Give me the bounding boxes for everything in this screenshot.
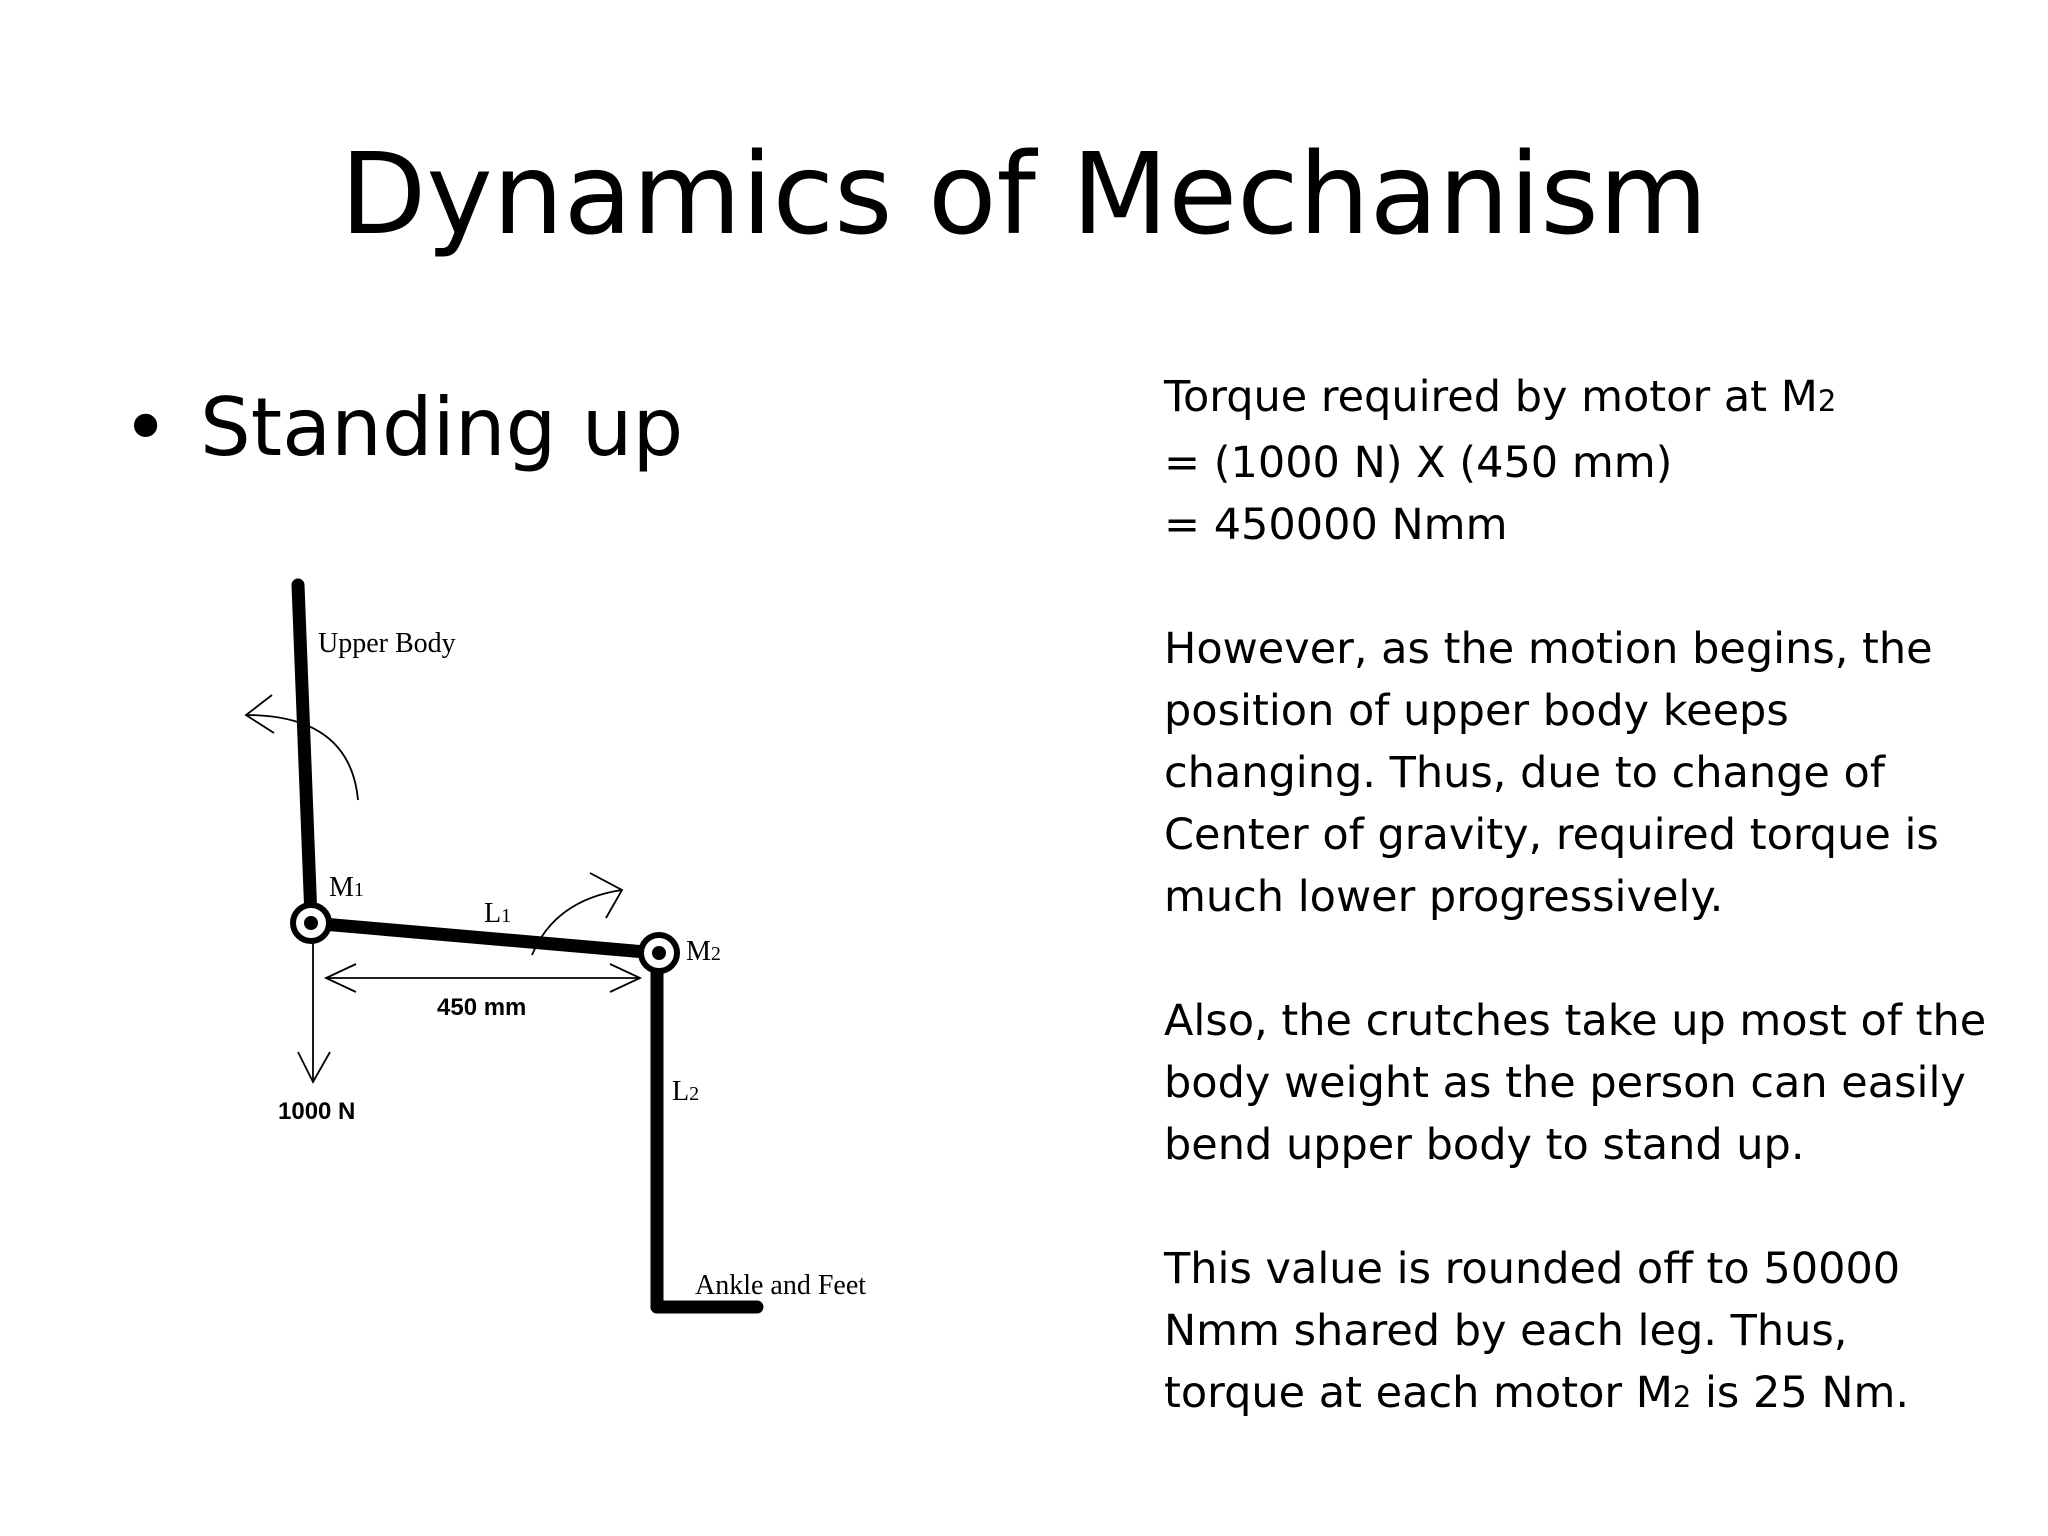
however-line-5: much lower progressively. bbox=[1164, 872, 1724, 922]
force-label: 1000 N bbox=[278, 1098, 355, 1125]
value-paragraph: This value is rounded off to 50000 Nmm s… bbox=[1164, 1238, 2024, 1428]
bullet-text: Standing up bbox=[200, 381, 684, 474]
however-line-1: However, as the motion begins, the bbox=[1164, 624, 1933, 674]
distance-label: 450 mm bbox=[437, 994, 526, 1021]
however-paragraph: However, as the motion begins, the posit… bbox=[1164, 618, 2024, 928]
force-arrow-icon bbox=[297, 940, 331, 1084]
torque-paragraph: Torque required by motor at M2 = (1000 N… bbox=[1164, 366, 2024, 556]
torque-line-1: Torque required by motor at M2 bbox=[1164, 372, 1837, 422]
value-line-2: Nmm shared by each leg. Thus, bbox=[1164, 1306, 1848, 1356]
upper-body-rotation-arrow-icon bbox=[244, 694, 359, 801]
value-line-3: torque at each motor M2 is 25 Nm. bbox=[1164, 1368, 1910, 1418]
also-line-1: Also, the crutches take up most of the bbox=[1164, 996, 1987, 1046]
l1-rotation-arrow-icon bbox=[531, 872, 624, 956]
torque-line-3: = 450000 Nmm bbox=[1164, 500, 1508, 550]
also-line-2: body weight as the person can easily bbox=[1164, 1058, 1966, 1108]
however-line-3: changing. Thus, due to change of bbox=[1164, 748, 1886, 798]
bullet-symbol: • bbox=[122, 381, 170, 474]
joint-m1-icon bbox=[290, 902, 332, 944]
m2-label: M2 bbox=[686, 936, 721, 967]
m1-label: M1 bbox=[329, 872, 364, 903]
dimension-arrow-icon bbox=[323, 963, 643, 993]
also-paragraph: Also, the crutches take up most of the b… bbox=[1164, 990, 2024, 1176]
l2-label: L2 bbox=[672, 1076, 699, 1107]
torque-line-2: = (1000 N) X (450 mm) bbox=[1164, 438, 1673, 488]
l1-label: L1 bbox=[484, 898, 511, 929]
however-line-2: position of upper body keeps bbox=[1164, 686, 1789, 736]
bullet-item: • Standing up bbox=[122, 380, 683, 476]
also-line-3: bend upper body to stand up. bbox=[1164, 1120, 1805, 1170]
upper-body-label: Upper Body bbox=[318, 628, 456, 659]
slide-title: Dynamics of Mechanism bbox=[340, 130, 1708, 260]
joint-m2-icon bbox=[638, 932, 680, 974]
explanation-text: Torque required by motor at M2 = (1000 N… bbox=[1164, 366, 2024, 1428]
value-line-1: This value is rounded off to 50000 bbox=[1164, 1244, 1901, 1294]
however-line-4: Center of gravity, required torque is bbox=[1164, 810, 1939, 860]
ankle-feet-label: Ankle and Feet bbox=[695, 1270, 866, 1301]
l1-link bbox=[304, 916, 664, 960]
upper-body-link bbox=[291, 578, 318, 925]
